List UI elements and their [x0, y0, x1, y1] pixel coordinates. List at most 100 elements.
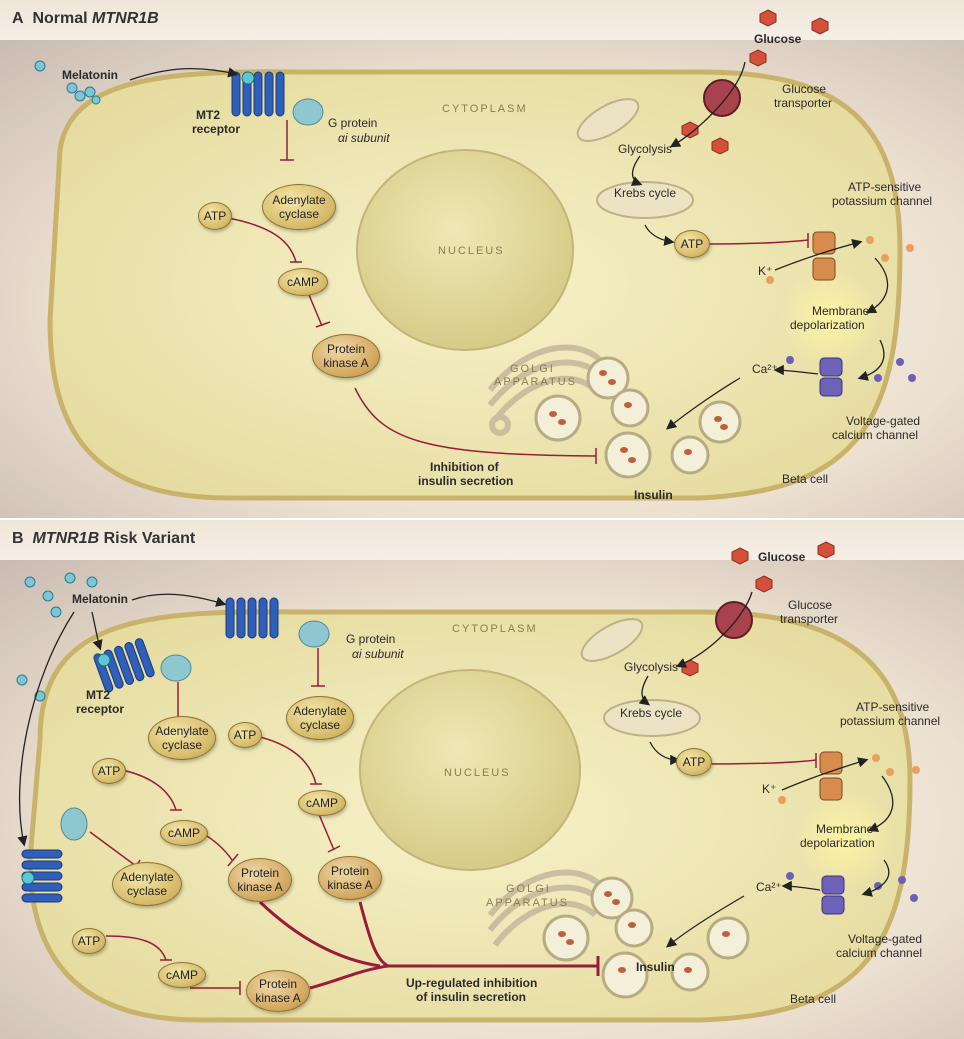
- nucleus: [356, 149, 574, 351]
- atp-channel-label-1: ATP-sensitive: [848, 180, 922, 194]
- panel-b-title: B MTNR1B Risk Variant: [12, 530, 195, 548]
- atp-node-right: ATP: [674, 230, 710, 258]
- melatonin-molecules: [16, 572, 98, 702]
- atp-node-right: ATP: [676, 748, 712, 776]
- mt2-receptor: [21, 849, 63, 903]
- nucleus-label: NUCLEUS: [444, 767, 511, 779]
- atp-sensitive-channel: [819, 751, 843, 801]
- g-protein: [292, 98, 324, 126]
- glucose-transporter: [703, 79, 741, 117]
- nucleus: [359, 669, 581, 871]
- camp-node: cAMP: [158, 962, 206, 988]
- protein-kinase-a-node: Protein kinase A: [312, 334, 380, 378]
- protein-kinase-a-node: Protein kinase A: [228, 858, 292, 902]
- beta-cell-label: Beta cell: [790, 992, 837, 1006]
- glucose-label: Glucose: [758, 550, 806, 564]
- upregulated-label-1: Up-regulated inhibition: [406, 976, 538, 990]
- k-plus-label: K⁺: [762, 782, 777, 796]
- insulin-vesicles: [542, 876, 750, 999]
- golgi-label: GOLGI: [506, 883, 551, 895]
- mitochondrion: [596, 181, 694, 219]
- g-protein-label: G protein: [346, 632, 396, 646]
- adenylate-cyclase-node: Adenylate cyclase: [148, 716, 216, 760]
- panel-b-illustration: [16, 541, 920, 1023]
- k-plus-label: K⁺: [758, 264, 773, 278]
- panel-letter: A: [12, 10, 24, 27]
- panel-a-illustration: [34, 9, 916, 501]
- cytoplasm-label: CYTOPLASM: [452, 623, 538, 635]
- ca-label: Ca²⁺: [756, 880, 782, 894]
- voltage-gated-channel: [819, 357, 843, 397]
- glucose-transporter: [715, 601, 753, 639]
- glucose-transporter-label-2: transporter: [780, 612, 839, 626]
- atp-channel-label-2: potassium channel: [840, 714, 941, 728]
- alpha-subunit-label: αi subunit: [352, 647, 404, 661]
- atp-channel-label-2: potassium channel: [832, 194, 933, 208]
- nucleus-label: NUCLEUS: [438, 245, 505, 257]
- glucose-label: Glucose: [754, 32, 802, 46]
- mt2-receptor: [225, 597, 279, 639]
- glycolysis-label: Glycolysis: [624, 660, 679, 674]
- atp-sensitive-channel: [812, 231, 836, 281]
- camp-node: cAMP: [298, 790, 346, 816]
- beta-cell-label: Beta cell: [782, 472, 829, 486]
- title-plain: Risk Variant: [103, 530, 196, 547]
- insulin-label: Insulin: [634, 488, 673, 502]
- camp-node: cAMP: [278, 268, 328, 296]
- mitochondrion: [603, 699, 701, 737]
- adenylate-cyclase-node: Adenylate cyclase: [112, 862, 182, 906]
- apparatus-label: APPARATUS: [494, 376, 577, 388]
- apparatus-label: APPARATUS: [486, 897, 569, 909]
- glucose-transporter-label-1: Glucose: [782, 82, 827, 96]
- title-gene: MTNR1B: [92, 10, 159, 27]
- glycolysis-label: Glycolysis: [618, 142, 673, 156]
- melatonin-molecules: [34, 60, 101, 105]
- receptor-label: receptor: [76, 702, 125, 716]
- mitochondrion: [576, 98, 640, 142]
- adenylate-cyclase-node: Adenylate cyclase: [286, 696, 354, 740]
- atp-node: ATP: [72, 928, 106, 954]
- protein-kinase-a-node: Protein kinase A: [246, 970, 310, 1012]
- panel-b: B MTNR1B Risk Variant: [0, 520, 964, 1039]
- melatonin-label: Melatonin: [72, 592, 128, 606]
- title-plain: Normal: [32, 10, 88, 27]
- ca-label: Ca²⁺: [752, 362, 778, 376]
- panel-a: A Normal MTNR1B: [0, 0, 964, 518]
- mt2-label: MT2: [86, 688, 110, 702]
- inhibition-label-2: insulin secretion: [418, 474, 514, 488]
- g-protein: [160, 654, 192, 682]
- camp-node: cAMP: [160, 820, 208, 846]
- mt2-label: MT2: [196, 108, 220, 122]
- glucose-molecules: [681, 541, 835, 677]
- membrane-label: Membrane: [812, 304, 870, 318]
- melatonin-label: Melatonin: [62, 68, 118, 82]
- cytoplasm-label: CYTOPLASM: [442, 103, 528, 115]
- membrane-label: Membrane: [816, 822, 874, 836]
- atp-channel-label-1: ATP-sensitive: [856, 700, 930, 714]
- panel-a-title: A Normal MTNR1B: [12, 10, 159, 28]
- atp-node: ATP: [92, 758, 126, 784]
- glucose-transporter-label-1: Glucose: [788, 598, 833, 612]
- protein-kinase-a-node: Protein kinase A: [318, 856, 382, 900]
- g-protein-label: G protein: [328, 116, 378, 130]
- glucose-transporter-label-2: transporter: [774, 96, 833, 110]
- panel-letter: B: [12, 530, 24, 547]
- title-gene: MTNR1B: [32, 530, 100, 547]
- glucose-molecules: [681, 9, 829, 155]
- depolarization-label: depolarization: [790, 318, 865, 332]
- atp-node: ATP: [228, 722, 262, 748]
- vgcc-label-2: calcium channel: [836, 946, 923, 960]
- g-protein: [298, 620, 330, 648]
- vgcc-label-1: Voltage-gated: [846, 414, 921, 428]
- vgcc-label-1: Voltage-gated: [848, 932, 923, 946]
- golgi-label: GOLGI: [510, 363, 555, 375]
- golgi-apparatus: [487, 344, 603, 436]
- depolarization-label: depolarization: [800, 836, 875, 850]
- g-protein: [60, 807, 88, 841]
- insulin-label: Insulin: [636, 960, 675, 974]
- alpha-subunit-label: αi subunit: [338, 131, 390, 145]
- insulin-vesicles: [534, 356, 742, 479]
- inhibition-label-1: Inhibition of: [430, 460, 499, 474]
- voltage-gated-channel: [821, 875, 845, 915]
- atp-node: ATP: [198, 202, 232, 230]
